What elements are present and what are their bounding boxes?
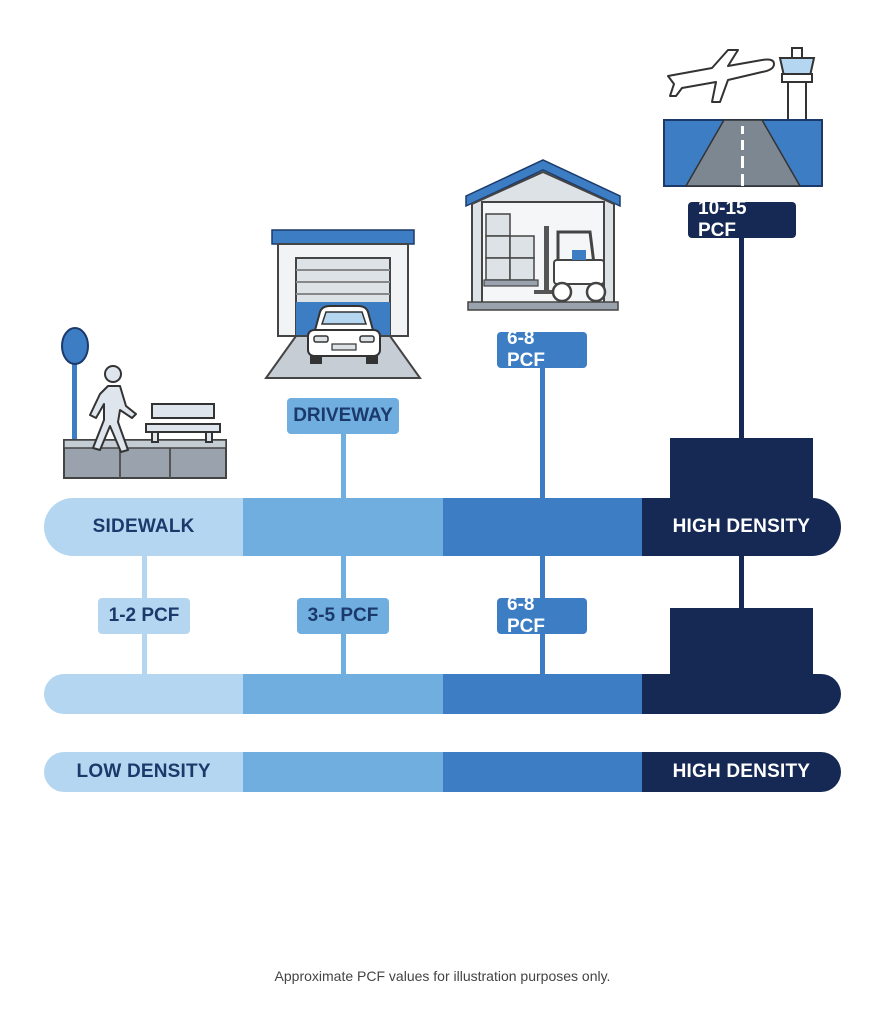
warehouse-with-forklift-icon: [462, 156, 624, 316]
bar2-segment-4: [641, 674, 841, 714]
density-bar-middle: [44, 674, 841, 714]
v4-connector: [739, 556, 744, 610]
sidewalk-label: SIDEWALK: [92, 516, 195, 537]
airplane-runway-control-tower-icon: [662, 36, 824, 190]
garage-with-car-icon: [262, 226, 424, 384]
airport-connector: [739, 236, 744, 442]
high-density-label-bottom: HIGH DENSITY: [672, 761, 811, 782]
high-density-block-lower: [670, 608, 813, 678]
value-tag-1: 1-2 PCF: [98, 598, 190, 634]
bar-segment-3: [442, 498, 642, 556]
value-tag-3: 6-8 PCF: [497, 594, 587, 637]
pedestrian-walking-with-bench-icon: [60, 322, 230, 482]
bar2-segment-1: [44, 674, 244, 714]
bar2-segment-2: [243, 674, 443, 714]
low-density-label: LOW DENSITY: [76, 761, 211, 782]
bar2-segment-3: [442, 674, 642, 714]
high-density-block-upper: [670, 438, 813, 502]
value-tag-2: 3-5 PCF: [297, 598, 389, 634]
driveway-connector: [341, 430, 346, 500]
bar-segment-4: HIGH DENSITY: [641, 498, 841, 556]
density-bar-bottom: LOW DENSITY HIGH DENSITY: [44, 752, 841, 792]
airport-value-tag: 10-15 PCF: [688, 198, 796, 241]
bar3-segment-3: [442, 752, 642, 792]
density-bar-top: SIDEWALK HIGH DENSITY: [44, 498, 841, 556]
driveway-tag: DRIVEWAY: [287, 398, 399, 434]
bar3-segment-4: HIGH DENSITY: [641, 752, 841, 792]
bar-segment-2: [243, 498, 443, 556]
bar-segment-1: SIDEWALK: [44, 498, 244, 556]
warehouse-value-tag: 6-8 PCF: [497, 328, 587, 371]
bar3-segment-2: [243, 752, 443, 792]
high-density-label-top: HIGH DENSITY: [672, 516, 811, 537]
bar3-segment-1: LOW DENSITY: [44, 752, 244, 792]
footnote: Approximate PCF values for illustration …: [274, 968, 611, 984]
warehouse-connector: [540, 366, 545, 500]
